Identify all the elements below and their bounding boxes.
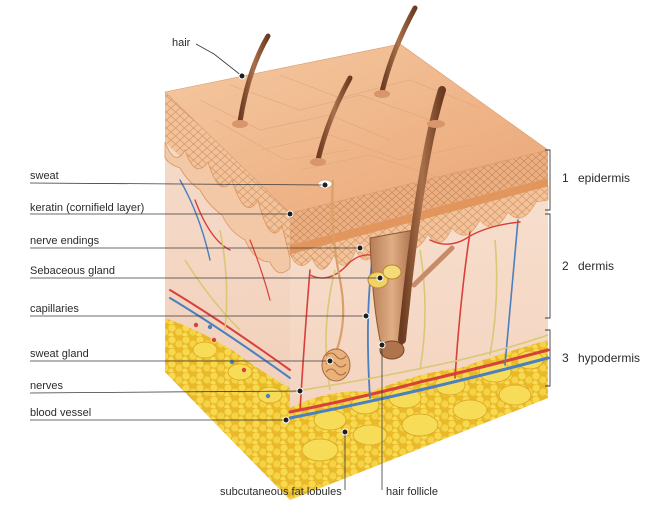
label-hair-follicle: hair follicle: [386, 486, 438, 498]
hair-shaft-large: [398, 86, 446, 344]
hair-bulb: [379, 340, 405, 360]
layer-number: 3: [562, 351, 569, 365]
dermal-papillae-left: [164, 141, 291, 274]
label-blood-vessel: blood vessel: [30, 407, 91, 419]
surface-texture: [199, 74, 511, 179]
layer-number: 2: [562, 259, 569, 273]
fat-left: [165, 318, 290, 500]
label-sweat: sweat: [30, 170, 59, 182]
layer-hypodermis: 3 hypodermis: [562, 351, 640, 365]
layer-brackets: [545, 149, 551, 387]
layer-name: epidermis: [578, 171, 630, 185]
layer-dermis: 2 dermis: [562, 259, 614, 273]
leader-lines: [29, 43, 383, 490]
label-nerve-endings: nerve endings: [30, 235, 100, 247]
label-capillaries: capillaries: [30, 303, 79, 315]
layer-name: dermis: [578, 259, 614, 273]
label-sweat-gland: sweat gland: [30, 348, 89, 360]
hair-pores: [232, 90, 445, 166]
sweat-duct: [331, 179, 345, 353]
leader-dots: [238, 72, 386, 436]
layer-number: 1: [562, 171, 569, 185]
label-sebaceous-gland: Sebaceous gland: [30, 265, 115, 277]
layer-epidermis: 1 epidermis: [562, 171, 630, 185]
layer-name: hypodermis: [578, 351, 640, 365]
label-hair: hair: [172, 37, 191, 49]
label-nerves: nerves: [30, 380, 64, 392]
arrector-pili: [411, 245, 455, 288]
label-keratin: keratin (cornifield layer): [30, 202, 144, 214]
sweat-gland-coil: [321, 348, 351, 382]
hair-shaft-2: [379, 5, 418, 95]
label-fat-lobules: subcutaneous fat lobules: [220, 486, 342, 498]
hair-shaft-3: [315, 75, 353, 163]
hair-shaft-1: [237, 33, 271, 125]
